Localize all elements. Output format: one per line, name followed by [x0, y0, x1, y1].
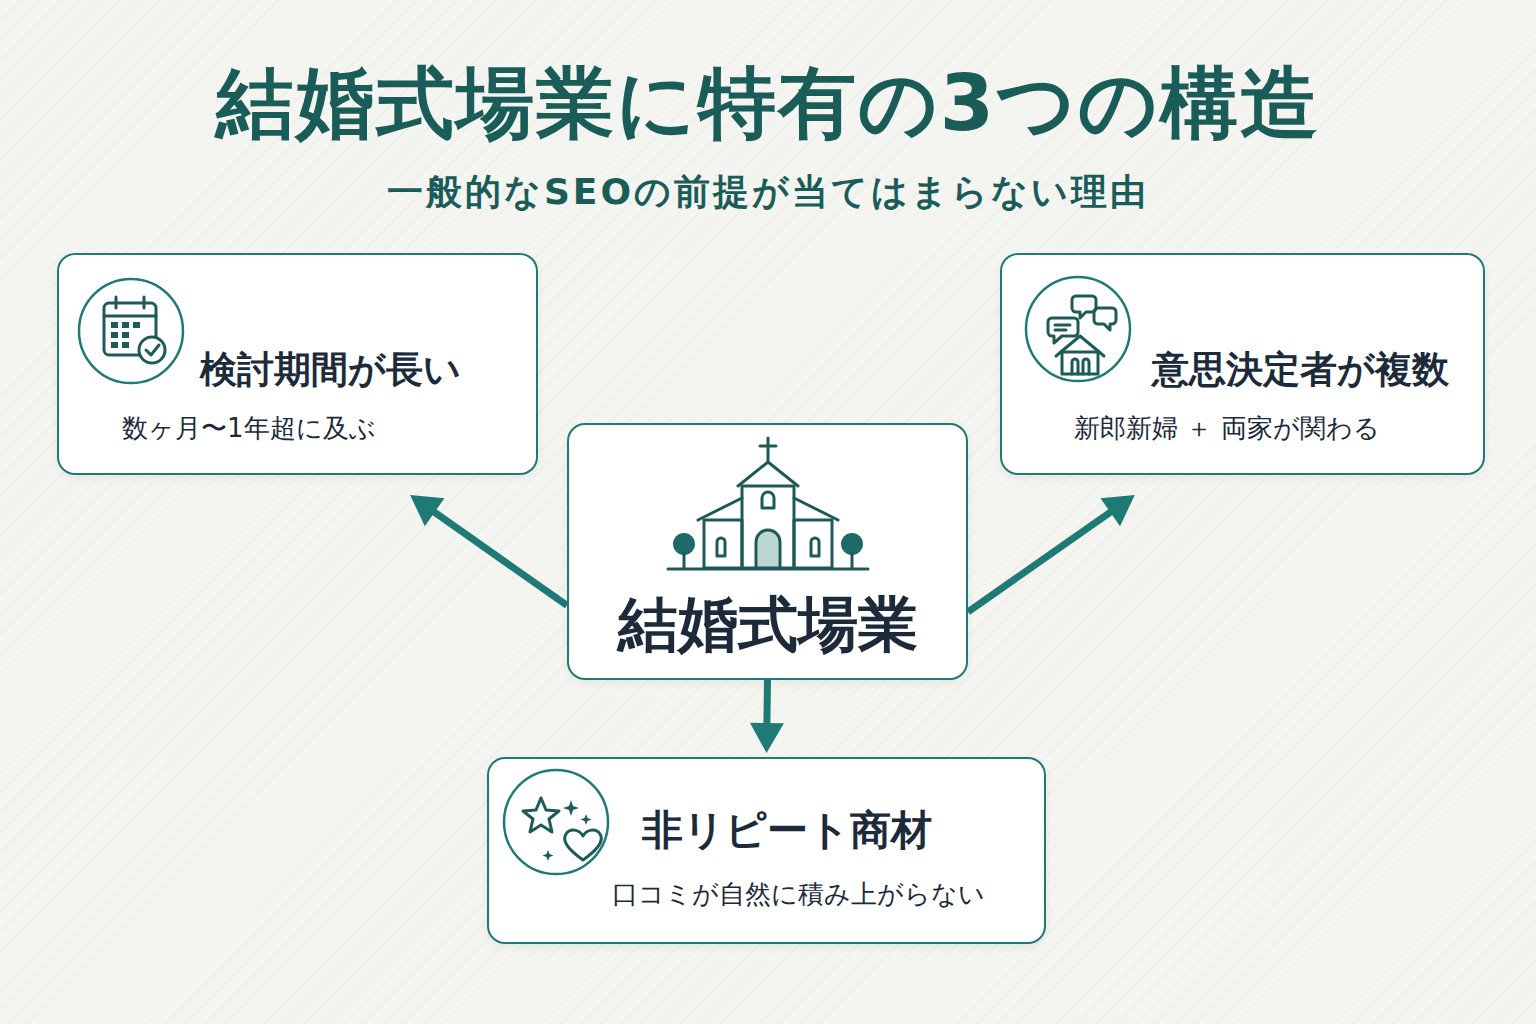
node-description: 新郎新婦 ＋ 両家が関わる — [1074, 411, 1380, 446]
node-heading: 意思決定者が複数 — [1152, 345, 1449, 395]
connector-arrow — [968, 495, 1135, 612]
arrow-head — [410, 495, 444, 526]
church-illustration — [668, 438, 868, 569]
connector-line — [433, 511, 567, 605]
center-box: 結婚式場業 — [567, 423, 968, 680]
feature-box: 非リピート商材口コミが自然に積み上がらない — [487, 757, 1046, 944]
node-description: 数ヶ月〜1年超に及ぶ — [122, 411, 376, 446]
arrow-head — [1101, 495, 1135, 526]
node-heading: 非リピート商材 — [642, 803, 932, 858]
connector-line — [763, 680, 771, 725]
diagram-title: 結婚式場業に特有の3つの構造 — [0, 52, 1536, 157]
connector-arrow — [410, 495, 567, 605]
feature-box: 意思決定者が複数新郎新婦 ＋ 両家が関わる — [1000, 253, 1485, 475]
node-heading: 検討期間が長い — [200, 345, 461, 395]
family-icon — [1026, 277, 1130, 381]
arrow-head — [750, 723, 784, 753]
stars-heart-icon — [504, 770, 608, 874]
node-description: 口コミが自然に積み上がらない — [612, 877, 985, 912]
connector-line — [968, 511, 1112, 612]
feature-box: 検討期間が長い数ヶ月〜1年超に及ぶ — [57, 253, 538, 475]
center-heading: 結婚式場業 — [569, 585, 966, 666]
connector-arrow — [750, 680, 784, 753]
subtitle-text: 一般的なSEOの前提が当てはまらない理由 — [0, 168, 1536, 217]
calendar-icon — [79, 279, 183, 383]
